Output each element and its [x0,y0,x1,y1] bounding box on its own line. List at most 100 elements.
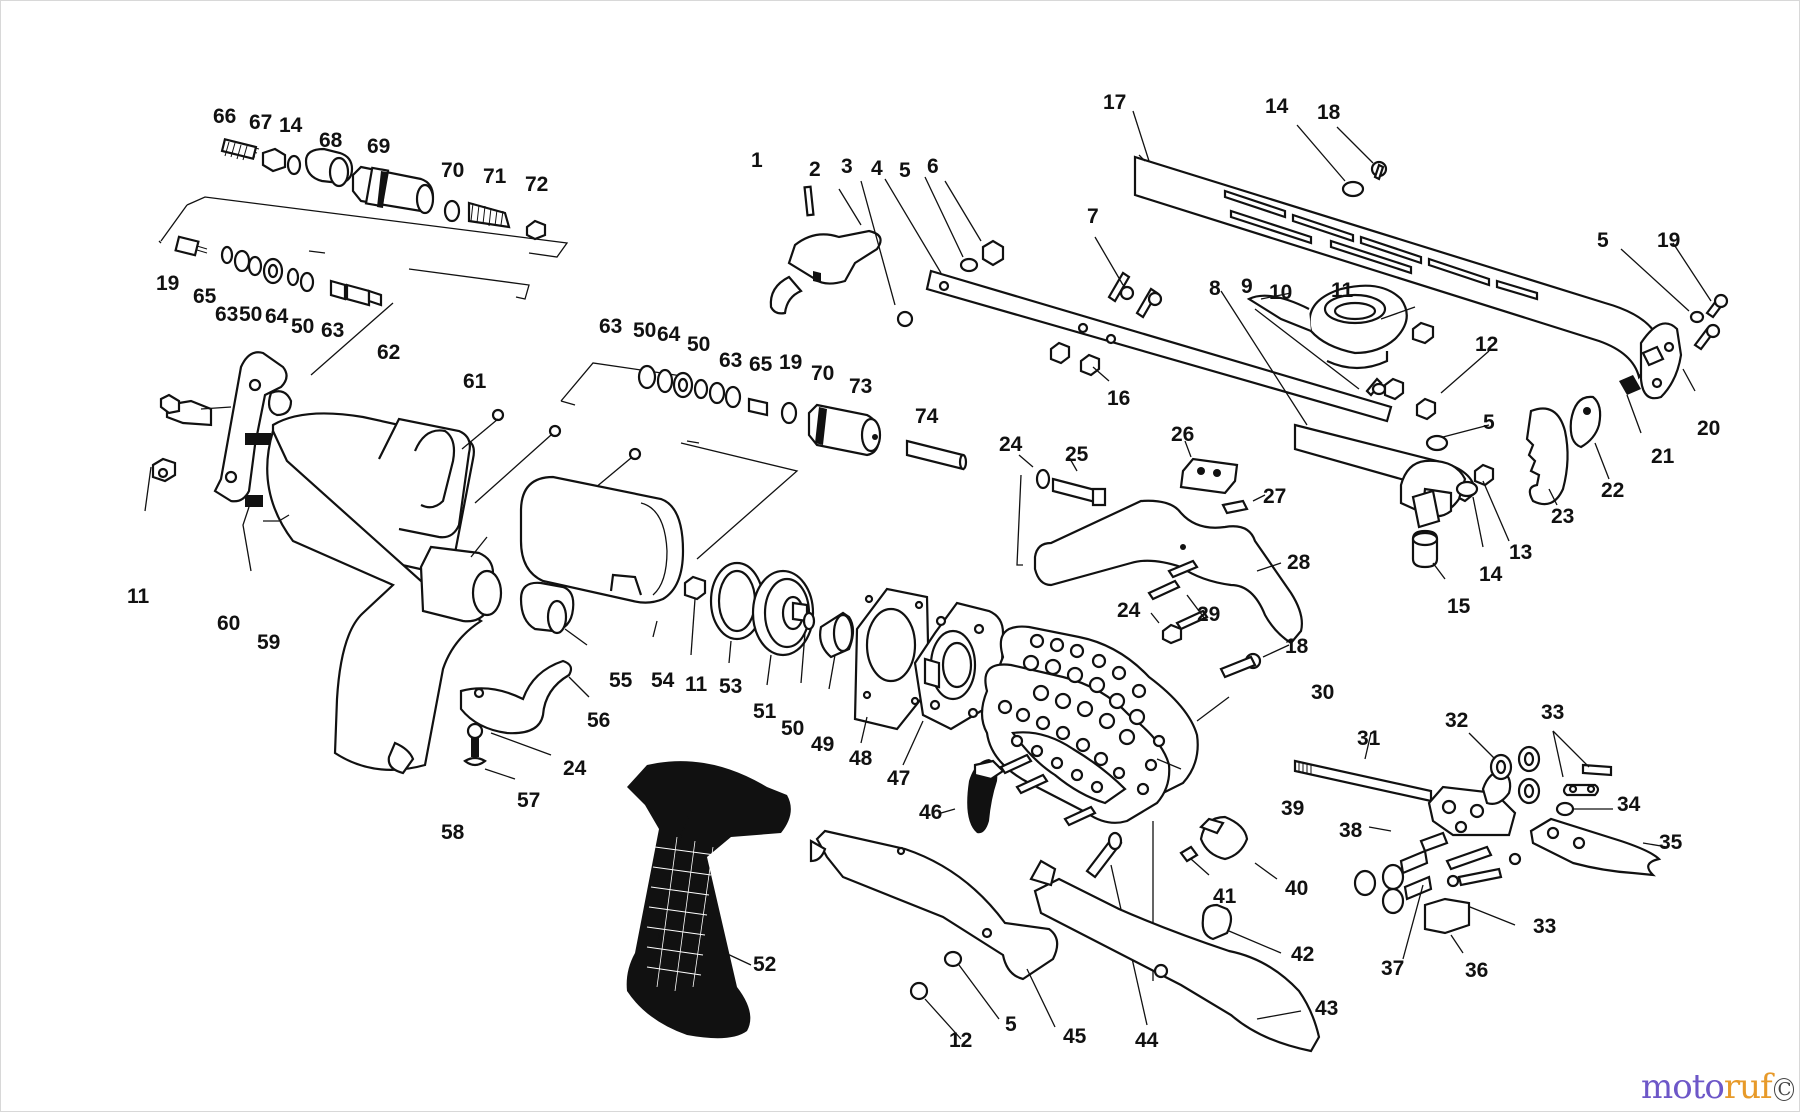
callout-label: 25 [1065,443,1089,466]
part-49-bushing [819,611,855,690]
bracket-line-top [158,196,569,300]
callout-label: 53 [719,675,742,698]
callout-label: 51 [753,700,777,723]
callout-label: 60 [217,612,240,635]
callout-label: 46 [919,801,942,824]
callout-label: 67 [249,111,272,134]
parts-9-10-11-12-upper-small [1246,284,1490,452]
callout-label: 50 [781,717,804,740]
callout-label: 11 [685,673,708,696]
callout-label: 7 [1087,205,1099,228]
callout-label: 32 [1445,709,1468,732]
callout-label: 49 [811,733,834,756]
parts-33-34-small-pins [1552,730,1613,817]
callout-label: 5 [1483,411,1495,434]
callout-label: 38 [1339,819,1363,842]
callout-label: 18 [1317,101,1341,124]
part-7-screws [1094,236,1163,319]
callout-label: 50 [687,333,710,356]
part-50-washer-mid [800,611,816,684]
callout-label: 28 [1287,551,1311,574]
part-38-rollers [1353,826,1449,915]
callout-label: 31 [1357,727,1381,750]
callout-label: 2 [809,158,821,181]
part-35-fork-plate [1529,817,1668,877]
callout-label: 65 [193,285,217,308]
callout-label: 3 [841,155,853,178]
part-69-valve-body [351,165,435,215]
part-74-shaft [905,439,968,471]
part-58-housing [263,412,503,775]
part-59-screw [242,433,271,572]
callout-label: 27 [1263,485,1286,508]
callout-label: 15 [1447,595,1471,618]
callout-label: 70 [441,159,464,182]
part-56-clamp [459,659,590,735]
callout-label: 5 [1597,229,1609,252]
callout-label: 1 [751,149,763,172]
part-28-guide [1033,499,1303,645]
callout-label: 64 [657,323,681,346]
part-44-pin [1085,821,1154,1026]
callout-label: 5 [899,159,911,182]
callout-label: 63 [599,315,622,338]
part-30-39-cutter-plates [980,625,1230,824]
callout-label: 71 [483,165,507,188]
cutter-holes [997,633,1166,796]
part-21-spring [1619,375,1642,434]
part-52-grip [626,761,791,1039]
callout-label: 65 [749,353,773,376]
part-55-sleeve [519,581,588,646]
part-68-bushing [304,147,354,188]
part-1-pin [803,185,815,217]
callout-label: 39 [1281,797,1304,820]
part-46-spring-clip [940,759,1005,834]
part-32-linkage-block [1427,732,1541,837]
part-2-lever [769,188,882,315]
part-70-o-ring-top [443,199,461,223]
part-57-screw-and-24-washer [463,722,552,780]
callout-label: 36 [1465,959,1488,982]
callout-label: 12 [949,1029,972,1052]
callout-label: 43 [1315,997,1338,1020]
callout-label: 68 [319,129,343,152]
callout-label: 57 [517,789,540,812]
callout-label: 18 [1285,635,1309,658]
part-72-plug [525,219,547,241]
parts-5-19-end-screws [1620,242,1729,351]
callout-label: 63 [719,349,742,372]
callout-label: 11 [1331,279,1354,302]
callout-label: 37 [1381,957,1404,980]
part-60-frame-plate [159,351,293,503]
watermark-text-1: moto [1641,1067,1725,1107]
callout-label: 14 [1265,95,1289,118]
callout-label: 11 [127,585,150,608]
part-51-rear-plate [751,569,815,686]
parts-12-5-lower [909,950,1000,1040]
part-26-27-block [1179,440,1266,515]
callout-label: 10 [1269,281,1292,304]
part-11-nut-mid [683,575,707,656]
part-4-rail [884,178,1393,423]
callout-label: 55 [609,669,633,692]
callout-label: 33 [1541,701,1564,724]
bracket-line-motor [560,362,799,560]
part-3-button [860,180,914,328]
callout-label: 33 [1533,915,1556,938]
callout-label: 52 [753,953,776,976]
callout-label: 72 [525,173,548,196]
part-40-41-cap [1179,815,1278,880]
copyright-icon: C [1773,1077,1795,1101]
part-23-ratchet [1525,407,1569,506]
callout-label: 34 [1617,793,1641,816]
watermark-text-2: ruf [1723,1067,1773,1107]
callout-label: 74 [915,405,939,428]
callout-label: 16 [1107,387,1130,410]
callout-label: 56 [587,709,610,732]
callout-label: 19 [779,351,802,374]
part-15-fitting [1411,529,1446,580]
callout-label: 50 [239,303,262,326]
callout-labels: 66 67 14 68 69 70 71 72 19 65 63 50 64 5… [127,91,1720,1052]
callout-label: 8 [1209,277,1221,300]
